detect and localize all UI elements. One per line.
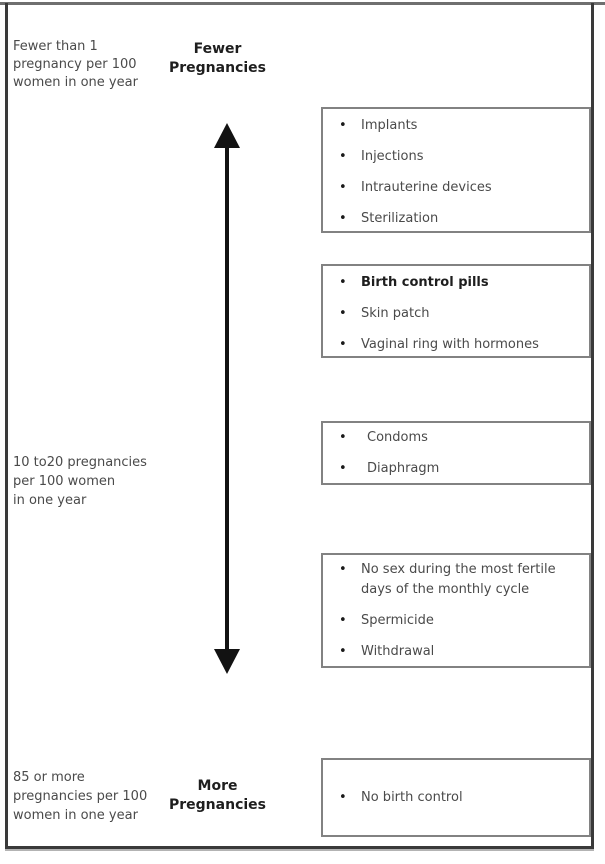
method-list: • No birth control bbox=[323, 788, 589, 808]
method-item: • Implants bbox=[323, 116, 589, 136]
method-item-label: Spermicide bbox=[361, 613, 434, 628]
method-item-label: Implants bbox=[361, 118, 418, 133]
bullet-icon: • bbox=[339, 789, 347, 805]
method-list: • Implants • Injections • Intrauterine d… bbox=[323, 109, 589, 229]
heading-more-pregnancies: More Pregnancies bbox=[150, 777, 285, 815]
method-box-no-birth-control: • No birth control bbox=[321, 758, 591, 837]
method-item-label: Intrauterine devices bbox=[361, 180, 492, 195]
bullet-icon: • bbox=[339, 613, 347, 628]
method-list: • No sex during the most fertile days of… bbox=[323, 555, 589, 662]
method-item: • Injections bbox=[323, 147, 589, 167]
method-item: • Withdrawal bbox=[323, 642, 589, 662]
method-item: • Sterilization bbox=[323, 209, 589, 229]
method-item: • Condoms bbox=[323, 428, 589, 448]
method-item: • Birth control pills bbox=[323, 273, 589, 293]
method-box-barrier: • Condoms • Diaphragm bbox=[321, 421, 591, 485]
scale-label-line: per 100 women bbox=[13, 474, 116, 489]
heading-line: Pregnancies bbox=[169, 60, 266, 76]
bullet-icon: • bbox=[339, 337, 347, 352]
method-item: • Intrauterine devices bbox=[323, 178, 589, 198]
method-box-hormonal: • Birth control pills • Skin patch • Vag… bbox=[321, 264, 591, 358]
bullet-icon: • bbox=[339, 149, 347, 164]
bullet-icon: • bbox=[339, 461, 347, 476]
heading-line: More bbox=[197, 778, 238, 794]
method-item: • Spermicide bbox=[323, 611, 589, 631]
scale-label-line: pregnancy per 100 bbox=[13, 57, 137, 72]
double-arrow-shaft bbox=[225, 144, 229, 650]
method-box-most-effective: • Implants • Injections • Intrauterine d… bbox=[321, 107, 591, 233]
method-item-label: Condoms bbox=[367, 430, 428, 445]
scale-label-line: pregnancies per 100 bbox=[13, 789, 148, 804]
method-item: • Skin patch bbox=[323, 304, 589, 324]
bullet-icon: • bbox=[339, 275, 347, 290]
scale-label-fewer-than-1: Fewer than 1 pregnancy per 100 women in … bbox=[13, 38, 213, 92]
bullet-icon: • bbox=[339, 118, 347, 133]
heading-line: Pregnancies bbox=[169, 797, 266, 813]
method-item-label: Vaginal ring with hormones bbox=[361, 337, 539, 352]
method-item: • Vaginal ring with hormones bbox=[323, 335, 589, 355]
heading-fewer-pregnancies: Fewer Pregnancies bbox=[150, 40, 285, 78]
heading-line: Fewer bbox=[193, 41, 242, 57]
scale-label-line: Fewer than 1 bbox=[13, 39, 98, 54]
method-item-label: Birth control pills bbox=[361, 275, 489, 290]
bullet-icon: • bbox=[339, 180, 347, 195]
method-list: • Birth control pills • Skin patch • Vag… bbox=[323, 266, 589, 355]
bullet-icon: • bbox=[339, 306, 347, 321]
method-item-label: No birth control bbox=[361, 789, 463, 805]
method-item-label: No sex during the most fertile days of t… bbox=[361, 562, 556, 597]
bullet-icon: • bbox=[339, 562, 347, 577]
method-item-label: Skin patch bbox=[361, 306, 430, 321]
method-item-label: Diaphragm bbox=[367, 461, 440, 476]
arrow-up-head-icon bbox=[214, 123, 240, 148]
scale-label-line: women in one year bbox=[13, 75, 138, 90]
bullet-icon: • bbox=[339, 211, 347, 226]
scale-label-line: 10 to20 pregnancies bbox=[13, 455, 147, 470]
bullet-icon: • bbox=[339, 644, 347, 659]
method-item: • No birth control bbox=[323, 788, 589, 808]
scale-label-85-or-more: 85 or more pregnancies per 100 women in … bbox=[13, 768, 213, 825]
method-item: • Diaphragm bbox=[323, 459, 589, 479]
method-item-label: Injections bbox=[361, 149, 424, 164]
method-item: • No sex during the most fertile days of… bbox=[323, 560, 589, 600]
method-item-label: Withdrawal bbox=[361, 644, 435, 659]
page-top-edge-line bbox=[0, 2, 605, 5]
method-box-least-effective: • No sex during the most fertile days of… bbox=[321, 553, 591, 668]
arrow-down-head-icon bbox=[214, 649, 240, 674]
scale-label-line: 85 or more bbox=[13, 770, 85, 785]
bullet-icon: • bbox=[339, 430, 347, 445]
scale-label-line: in one year bbox=[13, 493, 87, 508]
scale-label-10-to-20: 10 to20 pregnancies per 100 women in one… bbox=[13, 453, 213, 510]
outer-frame bbox=[5, 3, 594, 849]
method-item-label: Sterilization bbox=[361, 211, 439, 226]
scale-label-line: women in one year bbox=[13, 808, 138, 823]
method-list: • Condoms • Diaphragm bbox=[323, 423, 589, 479]
